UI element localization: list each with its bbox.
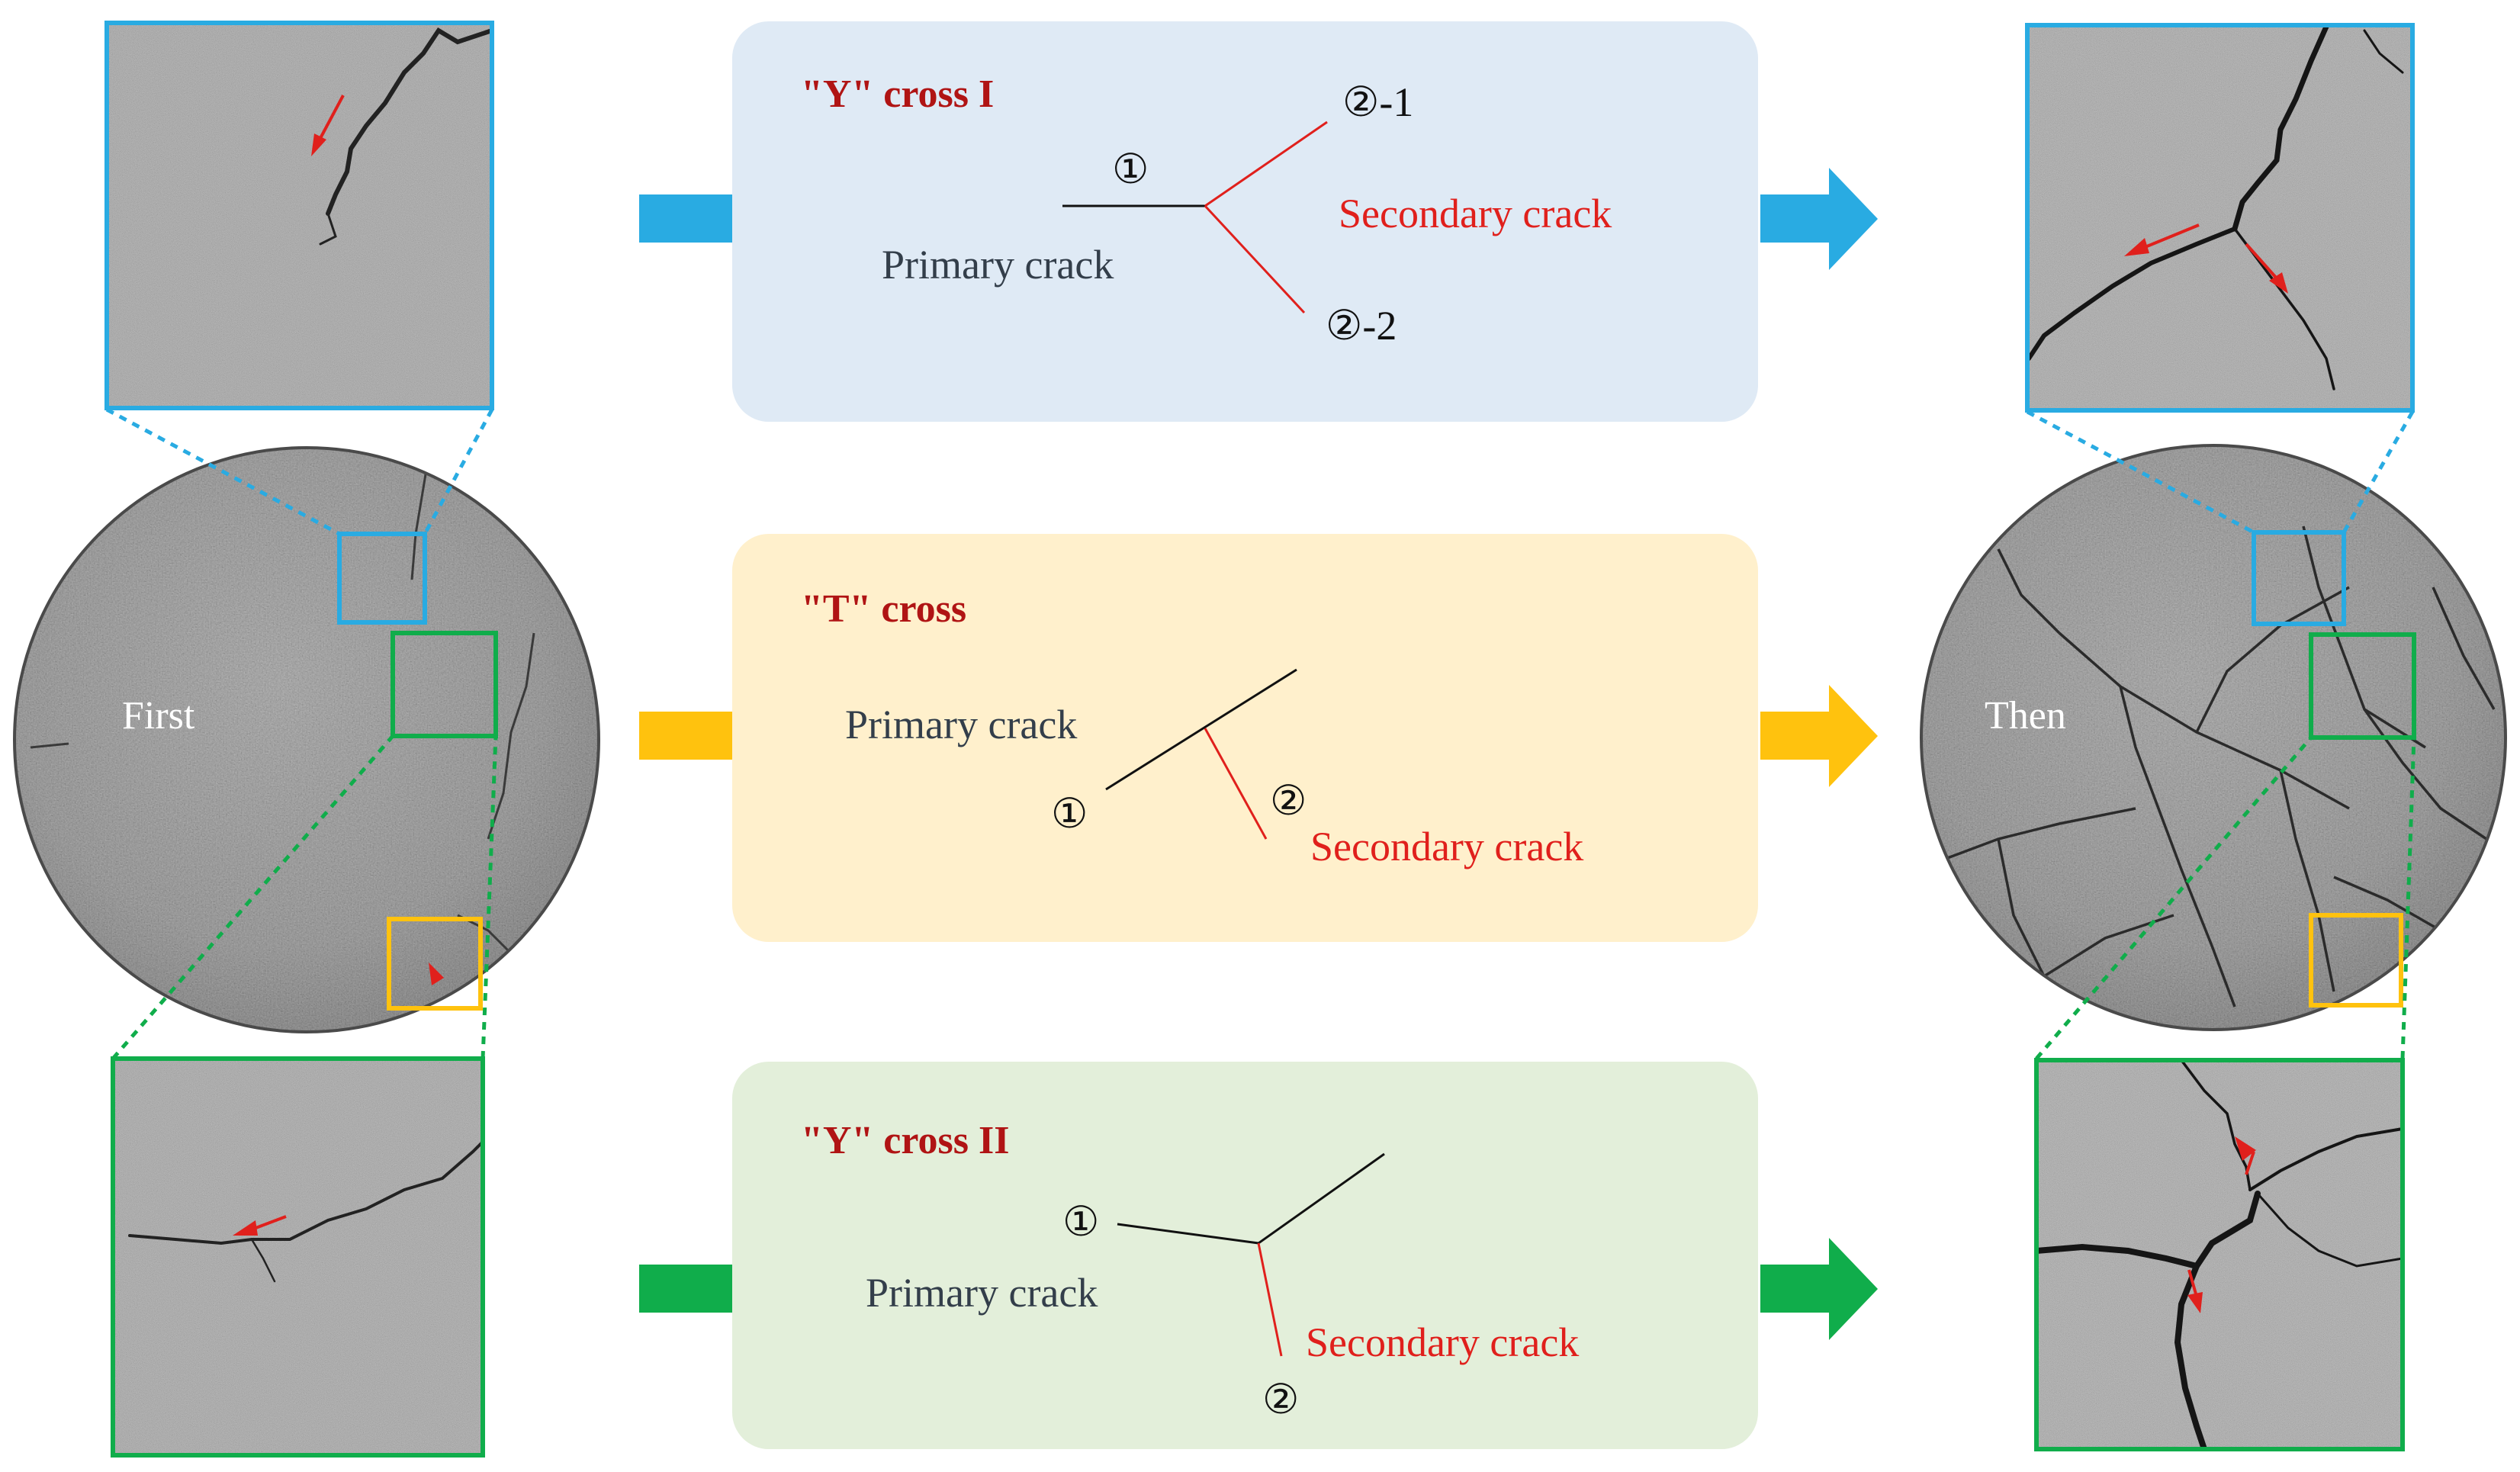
blue-arrow-stub [639,194,732,243]
left-roi-box-blue [337,532,427,625]
secondary-crack-label: Secondary crack [1306,1319,1579,1365]
left-roi-arrow-icon [429,963,444,985]
crack-arrow-icon [2187,1269,2198,1297]
green-arrow-stub [639,1265,732,1313]
marker-2-1: ②-1 [1342,79,1413,125]
secondary-crack-line [1257,1242,1283,1357]
panel-title: "Y" cross I [801,72,994,116]
crack-arrow-icon [2245,243,2278,280]
marker-1: ① [1112,146,1149,192]
right-zoom-inset-blue [2025,23,2415,413]
right-roi-box-green [2309,632,2416,740]
primary-crack-label: Primary crack [845,702,1077,747]
primary-crack-line [1105,668,1297,791]
right-roi-box-yellow [2309,913,2403,1008]
panel-title: "T" cross [801,587,966,631]
secondary-crack-line-1 [1204,121,1328,207]
panel-t-cross: "T" cross ① ② Primary crack Secondary cr… [732,534,1758,942]
left-zoom-inset-blue [104,21,494,410]
marker-2-2: ②-2 [1326,303,1397,349]
marker-2: ② [1262,1377,1299,1422]
secondary-crack-line-2 [1204,204,1306,314]
yellow-arrow-stub [639,712,732,760]
left-specimen-disc: First [13,446,600,1033]
marker-2: ② [1270,778,1307,824]
marker-1: ① [1062,1199,1099,1245]
left-zoom-inset-green [111,1056,485,1458]
primary-crack-line-1 [1117,1223,1259,1245]
green-arrow-icon [1760,1238,1878,1340]
blue-arrow-icon [1760,168,1878,270]
crack-arrow-icon [317,95,345,142]
primary-crack-line-2 [1258,1152,1385,1245]
right-zoom-inset-green [2034,1058,2405,1451]
crack-arrow-icon [2142,223,2200,249]
secondary-crack-line [1204,728,1268,840]
crack-arrow-icon [2245,1151,2255,1175]
right-disc-label: Then [1985,694,2066,738]
right-roi-box-blue [2252,530,2346,626]
zoom-connectors [105,407,2416,1060]
primary-crack-label: Primary crack [866,1270,1098,1316]
secondary-crack-label: Secondary crack [1339,191,1612,236]
panel-title: "Y" cross II [801,1119,1009,1162]
yellow-arrow-icon [1760,685,1878,787]
panel-y-cross-1: "Y" cross I ① ②-1 ②-2 Primary crack Seco… [732,21,1758,422]
left-roi-box-green [391,631,498,738]
primary-crack-label: Primary crack [882,242,1114,288]
left-roi-box-yellow [387,917,483,1011]
left-disc-label: First [122,694,195,738]
secondary-crack-label: Secondary crack [1310,824,1583,869]
right-specimen-disc: Then [1920,444,2507,1031]
panel-y-cross-2: "Y" cross II ① ② Primary crack Secondary… [732,1062,1758,1449]
marker-1: ① [1051,791,1088,837]
crack-arrow-icon [251,1215,287,1231]
